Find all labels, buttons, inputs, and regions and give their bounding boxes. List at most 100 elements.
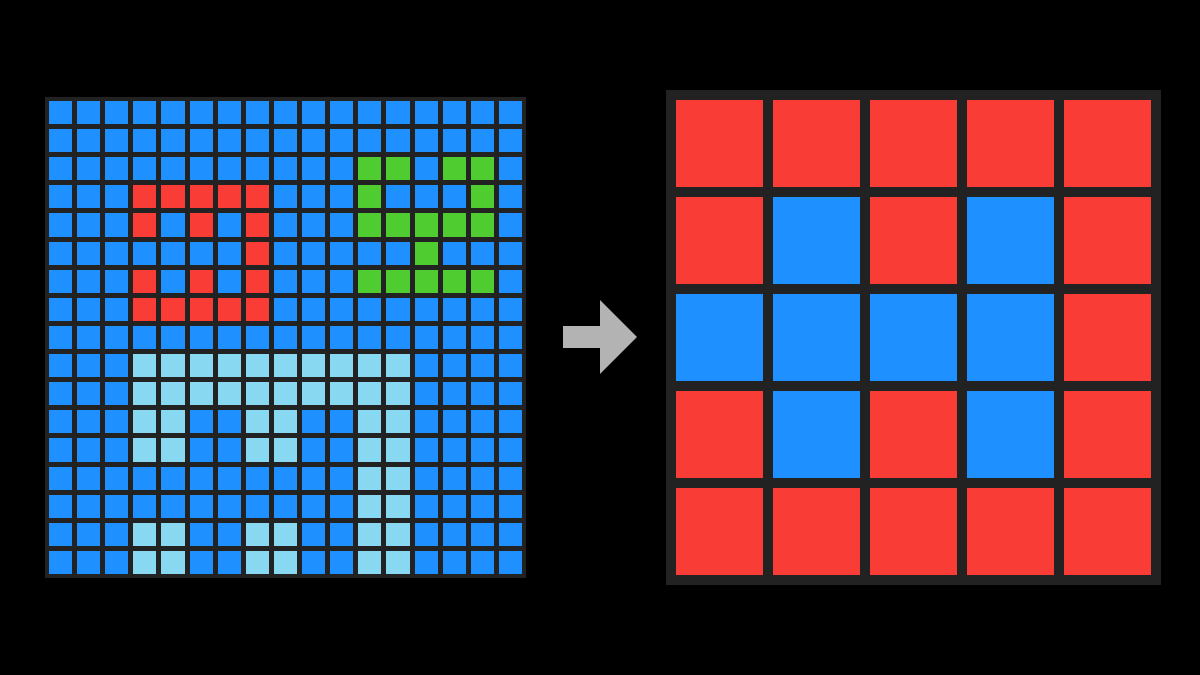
input-cell-16-4 (161, 550, 185, 574)
output-cell-3-0 (676, 391, 763, 478)
input-cell-12-15 (470, 438, 494, 462)
input-cell-7-9 (302, 297, 326, 321)
input-cell-4-3 (133, 213, 157, 237)
input-cell-3-8 (273, 185, 298, 209)
input-cell-16-5 (189, 550, 213, 574)
input-cell-9-6 (217, 354, 241, 378)
input-cell-7-16 (498, 297, 522, 321)
input-cell-6-13 (414, 269, 438, 293)
input-cell-4-14 (442, 213, 466, 237)
input-cell-10-16 (498, 382, 522, 406)
input-cell-2-11 (358, 157, 382, 181)
input-cell-8-2 (105, 325, 129, 350)
input-cell-7-13 (414, 297, 438, 321)
input-cell-13-12 (386, 466, 410, 490)
input-cell-16-1 (77, 550, 101, 574)
input-cell-1-6 (217, 129, 241, 153)
input-cell-0-12 (386, 101, 410, 125)
input-cell-6-0 (49, 269, 73, 293)
input-cell-15-16 (498, 522, 522, 546)
input-cell-5-1 (77, 241, 101, 265)
input-cell-10-14 (442, 382, 466, 406)
output-cell-0-2 (870, 100, 957, 187)
input-cell-8-8 (273, 325, 298, 350)
input-cell-10-12 (386, 382, 410, 406)
input-cell-7-5 (189, 297, 213, 321)
input-cell-1-5 (189, 129, 213, 153)
input-cell-5-14 (442, 241, 466, 265)
input-cell-15-4 (161, 522, 185, 546)
input-cell-6-3 (133, 269, 157, 293)
input-cell-1-4 (161, 129, 185, 153)
input-cell-1-8 (273, 129, 298, 153)
input-cell-15-5 (189, 522, 213, 546)
input-cell-3-16 (498, 185, 522, 209)
input-cell-4-0 (49, 213, 73, 237)
input-cell-2-9 (302, 157, 326, 181)
input-cell-11-9 (302, 410, 326, 434)
input-cell-9-2 (105, 354, 129, 378)
input-cell-9-13 (414, 354, 438, 378)
output-cell-0-1 (773, 100, 860, 187)
input-cell-14-7 (245, 494, 269, 518)
input-cell-0-8 (273, 101, 298, 125)
input-cell-11-8 (273, 410, 298, 434)
input-cell-0-16 (498, 101, 522, 125)
output-cell-2-0 (676, 294, 763, 381)
input-cell-9-7 (245, 354, 269, 378)
input-cell-0-14 (442, 101, 466, 125)
input-cell-4-8 (273, 213, 298, 237)
input-cell-14-15 (470, 494, 494, 518)
input-cell-12-10 (330, 438, 354, 462)
input-cell-11-3 (133, 410, 157, 434)
input-cell-8-13 (414, 325, 438, 350)
input-cell-14-12 (386, 494, 410, 518)
input-cell-3-14 (442, 185, 466, 209)
input-cell-0-10 (330, 101, 354, 125)
input-cell-2-1 (77, 157, 101, 181)
input-cell-15-12 (386, 522, 410, 546)
input-cell-10-13 (414, 382, 438, 406)
input-cell-0-13 (414, 101, 438, 125)
input-cell-16-2 (105, 550, 129, 574)
input-cell-0-3 (133, 101, 157, 125)
input-cell-12-7 (245, 438, 269, 462)
output-cell-3-4 (1064, 391, 1151, 478)
input-cell-11-6 (217, 410, 241, 434)
input-cell-4-4 (161, 213, 185, 237)
input-cell-7-15 (470, 297, 494, 321)
input-cell-5-15 (470, 241, 494, 265)
output-cell-1-3 (967, 197, 1054, 284)
input-cell-9-1 (77, 354, 101, 378)
input-cell-15-6 (217, 522, 241, 546)
input-cell-5-5 (189, 241, 213, 265)
input-cell-13-8 (273, 466, 298, 490)
input-cell-2-7 (245, 157, 269, 181)
input-cell-1-0 (49, 129, 73, 153)
input-cell-6-1 (77, 269, 101, 293)
input-cell-7-3 (133, 297, 157, 321)
output-cell-3-3 (967, 391, 1054, 478)
input-cell-16-11 (358, 550, 382, 574)
output-cell-1-4 (1064, 197, 1151, 284)
input-cell-15-11 (358, 522, 382, 546)
input-cell-1-9 (302, 129, 326, 153)
input-cell-13-1 (77, 466, 101, 490)
input-cell-16-0 (49, 550, 73, 574)
input-cell-6-14 (442, 269, 466, 293)
input-cell-9-4 (161, 354, 185, 378)
input-cell-6-5 (189, 269, 213, 293)
output-cell-4-3 (967, 488, 1054, 575)
input-cell-7-14 (442, 297, 466, 321)
input-cell-13-9 (302, 466, 326, 490)
input-cell-14-9 (302, 494, 326, 518)
input-cell-3-2 (105, 185, 129, 209)
right-arrow-icon (563, 300, 637, 374)
input-cell-3-1 (77, 185, 101, 209)
input-cell-11-5 (189, 410, 213, 434)
input-cell-13-11 (358, 466, 382, 490)
input-cell-0-15 (470, 101, 494, 125)
input-cell-8-9 (302, 325, 326, 350)
input-cell-9-3 (133, 354, 157, 378)
output-cell-0-0 (676, 100, 763, 187)
